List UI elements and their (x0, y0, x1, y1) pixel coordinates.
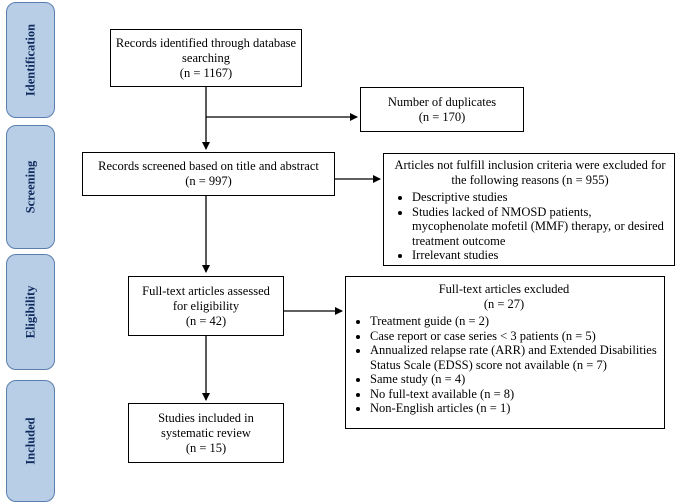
fulltext-excluded-box: Full-text articles excluded (n = 27) Tre… (345, 276, 665, 429)
duplicates-box: Number of duplicates (n = 170) (360, 87, 524, 132)
fulltext-excluded-reasons: Treatment guide (n = 2) Case report or c… (350, 314, 658, 416)
records-identified-line2: searching (182, 51, 230, 65)
records-identified-line1: Records identified through database (115, 36, 297, 50)
excluded-screening-line1: Articles not fulfill inclusion criteria … (394, 158, 666, 172)
records-screened-box: Records screened based on title and abst… (82, 152, 335, 196)
stage-included: Included (6, 380, 55, 502)
records-identified-count: (n = 1167) (179, 66, 233, 80)
records-identified-box: Records identified through database sear… (110, 29, 302, 87)
fulltext-excluded-count: (n = 27) (483, 297, 525, 311)
stage-eligibility: Eligibility (6, 254, 55, 370)
list-item: Annualized relapse rate (ARR) and Extend… (370, 343, 658, 372)
fulltext-assessed-line1: Full-text articles assessed (142, 284, 270, 298)
records-screened-count: (n = 997) (185, 174, 232, 188)
excluded-screening-box: Articles not fulfill inclusion criteria … (383, 153, 675, 266)
list-item: Non-English articles (n = 1) (370, 401, 658, 416)
studies-included-box: Studies included in systematic review (n… (128, 403, 284, 463)
list-item: Studies lacked of NMOSD patients, mycoph… (412, 205, 668, 249)
list-item: Irrelevant studies (412, 248, 668, 263)
studies-included-count: (n = 15) (185, 441, 227, 455)
stage-screening: Screening (6, 125, 55, 249)
duplicates-count: (n = 170) (418, 110, 466, 124)
fulltext-excluded-line1: Full-text articles excluded (438, 282, 570, 296)
list-item: Descriptive studies (412, 190, 668, 205)
studies-included-line2: systematic review (161, 426, 251, 440)
fulltext-assessed-box: Full-text articles assessed for eligibil… (128, 276, 284, 336)
records-screened-line1: Records screened based on title and abst… (98, 159, 319, 173)
list-item: Same study (n = 4) (370, 372, 658, 387)
stage-identification: Identification (6, 2, 55, 118)
list-item: Treatment guide (n = 2) (370, 314, 658, 329)
fulltext-assessed-line2: for eligibility (172, 299, 240, 313)
fulltext-assessed-count: (n = 42) (185, 314, 227, 328)
list-item: Case report or case series < 3 patients … (370, 329, 658, 344)
duplicates-line1: Number of duplicates (387, 95, 497, 109)
excluded-screening-reasons: Descriptive studies Studies lacked of NM… (392, 190, 668, 263)
excluded-screening-line2: the following reasons (n = 955) (451, 173, 609, 187)
studies-included-line1: Studies included in (158, 411, 254, 425)
list-item: No full-text available (n = 8) (370, 387, 658, 402)
